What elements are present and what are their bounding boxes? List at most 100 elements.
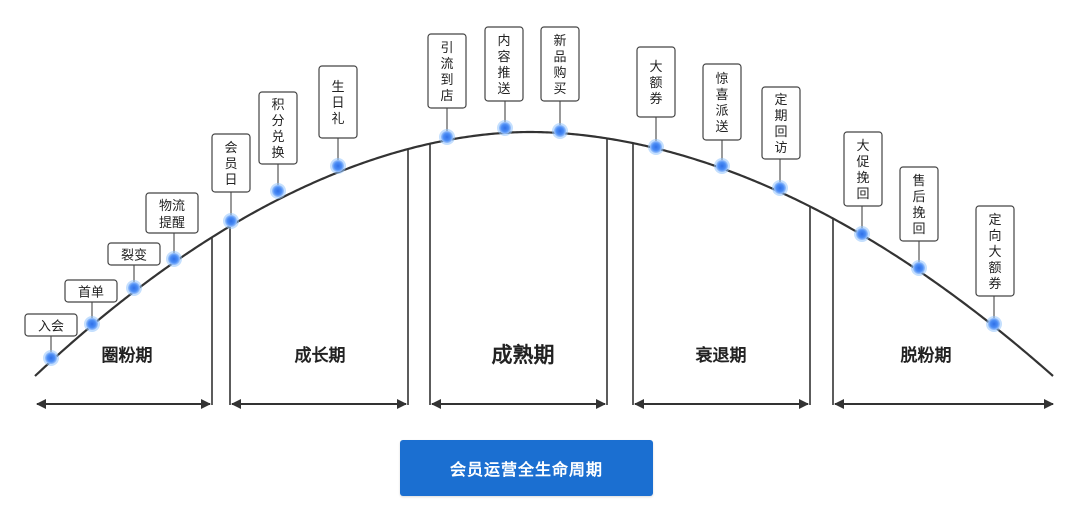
touchpoint-label: 购 — [553, 65, 566, 81]
touchpoint-label: 额 — [649, 76, 662, 91]
touchpoint-dot — [86, 318, 98, 330]
touchpoint-label: 兑 — [271, 130, 284, 145]
phase-labels: 圈粉期成长期成熟期衰退期脱粉期 — [102, 343, 952, 367]
lifecycle-title-label: 会员运营全生命周期 — [449, 460, 603, 479]
touchpoint-label: 流 — [440, 57, 453, 72]
touchpoint-label: 日 — [331, 96, 344, 111]
touchpoint-label: 引 — [440, 41, 453, 56]
touchpoint-label: 回 — [912, 222, 925, 237]
touchpoint-dot — [499, 122, 511, 134]
touchpoint-huiyuanri: 会员日 — [211, 133, 251, 229]
touchpoint-dot — [225, 215, 237, 227]
touchpoint-label: 积 — [271, 98, 284, 113]
touchpoint-label: 新 — [553, 33, 566, 49]
touchpoint-box — [540, 26, 580, 102]
touchpoint-dot — [441, 131, 453, 143]
touchpoint-label: 物流 — [159, 199, 185, 214]
touchpoint-shengri: 生日礼 — [318, 65, 358, 174]
touchpoint-box — [427, 33, 467, 109]
touchpoint-label: 首单 — [78, 286, 104, 301]
touchpoint-label: 分 — [271, 114, 284, 129]
touchpoint-label: 售 — [912, 173, 925, 189]
touchpoint-box — [211, 133, 251, 193]
touchpoint-box — [761, 86, 801, 160]
touchpoint-ruhui: 入会 — [24, 313, 78, 366]
touchpoint-label: 定 — [988, 213, 1001, 228]
touchpoint-dot — [272, 185, 284, 197]
touchpoint-dot — [913, 262, 925, 274]
touchpoint-label: 向 — [988, 228, 1001, 244]
touchpoint-label: 入会 — [38, 320, 64, 335]
touchpoint-label: 裂变 — [121, 248, 147, 264]
touchpoint-label: 礼 — [331, 111, 344, 127]
touchpoint-label: 提醒 — [159, 215, 185, 231]
touchpoint-label: 大 — [856, 139, 869, 154]
touchpoint-dot — [128, 282, 140, 294]
touchpoint-label: 期 — [774, 109, 787, 124]
touchpoint-label: 大 — [988, 245, 1001, 260]
lifecycle-curve — [34, 130, 1054, 377]
touchpoint-dot — [988, 318, 1000, 330]
touchpoint-label: 店 — [440, 89, 453, 104]
touchpoint-label: 喜 — [715, 88, 728, 103]
touchpoint-label: 券 — [988, 276, 1001, 292]
touchpoint-label: 内 — [497, 33, 510, 49]
touchpoint-label: 惊 — [715, 72, 728, 87]
touchpoint-dot — [332, 160, 344, 172]
touchpoint-dae: 大额券 — [636, 46, 676, 155]
touchpoint-label: 员 — [224, 157, 237, 172]
touchpoint-liebian: 裂变 — [107, 242, 161, 296]
touchpoint-label: 会 — [224, 141, 237, 156]
touchpoint-label: 额 — [988, 261, 1001, 276]
touchpoint-label: 换 — [271, 146, 284, 161]
touchpoint-dot — [650, 141, 662, 153]
touchpoint-box — [24, 313, 78, 337]
touchpoint-dot — [856, 228, 868, 240]
touchpoint-box — [64, 279, 118, 303]
touchpoint-label: 派 — [715, 104, 728, 119]
touchpoint-box — [258, 91, 298, 165]
touchpoint-label: 定 — [774, 93, 787, 108]
touchpoint-box — [636, 46, 676, 118]
touchpoint-label: 挽 — [856, 171, 869, 186]
touchpoint-label: 日 — [224, 173, 237, 188]
touchpoint-label: 访 — [774, 141, 787, 156]
phase-separators — [211, 138, 834, 405]
touchpoint-label: 后 — [912, 190, 925, 205]
touchpoint-box — [145, 192, 199, 234]
touchpoint-dot — [716, 160, 728, 172]
lifecycle-title-button[interactable]: 会员运营全生命周期 — [400, 440, 653, 496]
touchpoint-label: 挽 — [912, 206, 925, 221]
touchpoint-label: 品 — [553, 50, 566, 65]
touchpoint-label: 容 — [497, 49, 510, 65]
touchpoint-box — [702, 63, 742, 141]
touchpoint-label: 送 — [715, 120, 728, 135]
phase-label: 圈粉期 — [102, 345, 153, 366]
phase-label: 成熟期 — [492, 343, 555, 367]
touchpoint-label: 大 — [649, 60, 662, 75]
touchpoint-dot — [554, 125, 566, 137]
touchpoint-label: 回 — [856, 187, 869, 202]
touchpoint-label: 券 — [649, 91, 662, 107]
touchpoint-label: 生 — [331, 80, 344, 95]
touchpoint-label: 促 — [856, 155, 869, 170]
phase-label: 衰退期 — [695, 345, 747, 366]
touchpoint-shoudan: 首单 — [64, 279, 118, 332]
touchpoint-box — [107, 242, 161, 266]
touchpoints: 入会首单裂变物流提醒会员日积分兑换生日礼引流到店内容推送新品购买大额券惊喜派送定… — [24, 26, 1015, 366]
touchpoint-label: 回 — [774, 125, 787, 140]
touchpoint-dot — [168, 253, 180, 265]
touchpoint-label: 推 — [497, 66, 510, 81]
touchpoint-dot — [774, 182, 786, 194]
touchpoint-box — [484, 26, 524, 102]
phase-label: 脱粉期 — [901, 345, 952, 366]
